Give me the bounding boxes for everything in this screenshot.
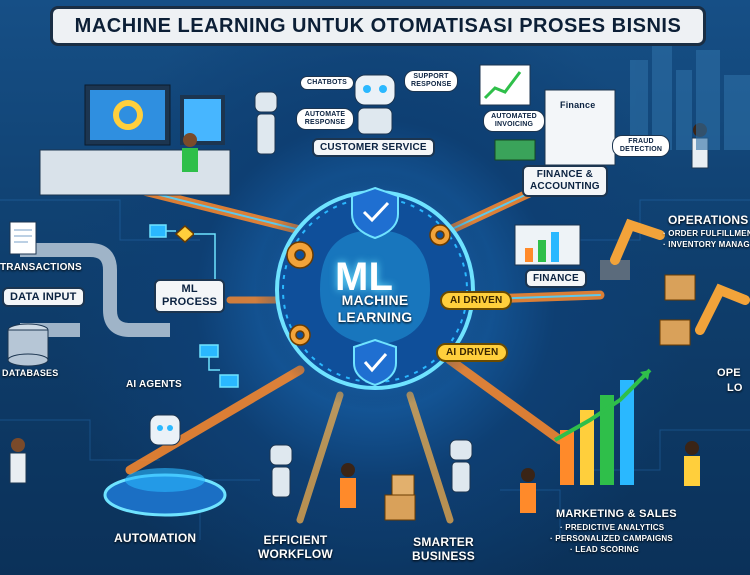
database-icon xyxy=(7,323,49,367)
ai-driven-badge-2: AI DRIVEN xyxy=(436,343,509,362)
robot-icon xyxy=(354,74,396,135)
automation-platform xyxy=(103,414,227,517)
operations-label: OPERATIONS xyxy=(668,213,749,227)
city-skyline xyxy=(630,40,750,150)
ml-process-line1: ML xyxy=(181,283,198,295)
data-input-label: DATA INPUT xyxy=(2,287,85,307)
automation-label: AUTOMATION xyxy=(114,531,197,545)
transactions-label: TRANSACTIONS xyxy=(0,262,82,273)
bar-chart-icon xyxy=(514,224,581,266)
operations-partial-1: OPE xyxy=(717,367,741,379)
finance-accounting-label: FINANCE & ACCOUNTING xyxy=(522,165,608,197)
ai-agents-label: AI AGENTS xyxy=(126,379,182,390)
databases-label: DATABASES xyxy=(2,368,59,378)
hub-machine-label: MACHINE xyxy=(341,292,409,308)
hub-ml-label: ML xyxy=(335,255,394,299)
support-response-bubble: SUPPORT RESPONSE xyxy=(404,70,458,92)
marketing-item-1: · PREDICTIVE ANALYTICS xyxy=(560,523,665,532)
finance-accounting-line2: ACCOUNTING xyxy=(530,181,600,192)
fraud-detection-bubble: FRAUD DETECTION xyxy=(612,135,670,157)
marketing-item-2: · PERSONALIZED CAMPAIGNS xyxy=(550,534,673,543)
robot-arm-icon xyxy=(600,218,750,346)
workstation-illustration xyxy=(39,84,231,196)
chatbots-bubble: CHATBOTS xyxy=(300,76,354,90)
customer-service-label: CUSTOMER SERVICE xyxy=(312,138,435,157)
finance-accounting-line1: FINANCE & xyxy=(536,169,594,180)
operations-partial-2: LO xyxy=(727,382,743,394)
smarter-business-line2: BUSINESS xyxy=(412,549,475,563)
page-title: MACHINE LEARNING UNTUK OTOMATISASI PROSE… xyxy=(50,6,706,46)
finance-doc-label: Finance xyxy=(560,100,596,110)
smarter-business-label: SMARTER BUSINESS xyxy=(412,535,475,563)
document-icon xyxy=(9,221,37,255)
growth-chart-icon xyxy=(554,368,652,485)
ml-process-label: ML PROCESS xyxy=(154,279,226,313)
automate-response-bubble: AUTOMATE RESPONSE xyxy=(296,108,354,130)
finance-illustration xyxy=(479,64,616,166)
efficient-workflow-label: EFFICIENT WORKFLOW xyxy=(258,533,333,561)
ai-driven-badge-1: AI DRIVEN xyxy=(440,291,513,310)
package-icon xyxy=(384,474,416,521)
smarter-business-line1: SMARTER xyxy=(413,535,474,549)
automated-invoicing-bubble: AUTOMATED INVOICING xyxy=(483,110,545,132)
robot-figure-icon xyxy=(254,91,473,498)
person-icon xyxy=(9,123,709,513)
efficient-workflow-line2: WORKFLOW xyxy=(258,547,333,561)
marketing-item-3: · LEAD SCORING xyxy=(570,545,640,554)
operations-item-2: · INVENTORY MANAG xyxy=(663,240,750,249)
ml-process-line2: PROCESS xyxy=(162,296,218,308)
flowchart-nodes xyxy=(149,224,239,388)
operations-item-1: · ORDER FULFILLMENT xyxy=(663,229,750,238)
efficient-workflow-line1: EFFICIENT xyxy=(263,533,328,547)
hub-learning-label: LEARNING xyxy=(337,309,413,325)
shield-icon xyxy=(351,186,399,387)
gear-icon xyxy=(286,224,451,346)
marketing-sales-label: MARKETING & SALES xyxy=(556,508,677,520)
finance-label: FINANCE xyxy=(525,269,587,288)
